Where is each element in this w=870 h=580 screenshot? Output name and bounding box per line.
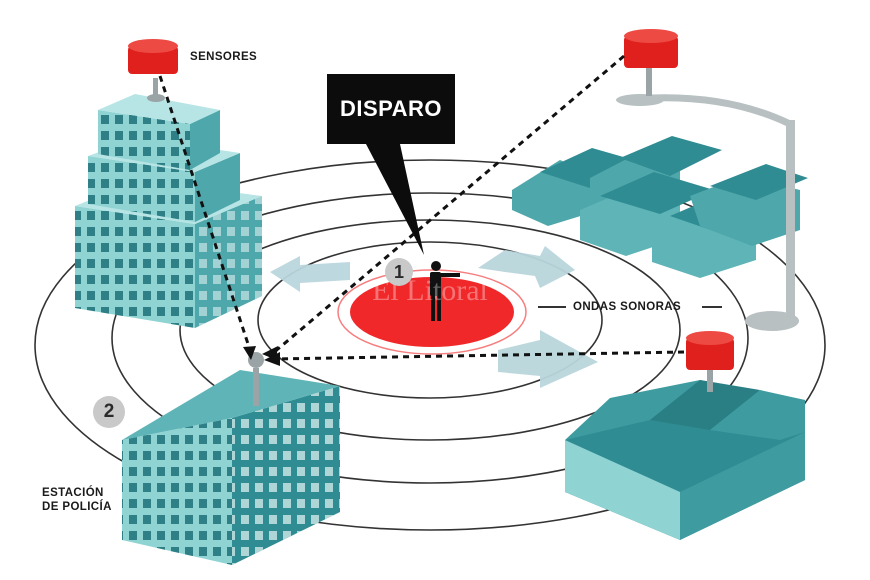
signal-arrowheads (243, 346, 280, 366)
sensor-icon (128, 39, 178, 102)
sound-rings (34, 159, 826, 531)
houses (512, 136, 808, 278)
marker-1: 1 (385, 258, 413, 286)
sound-wave-arrows (270, 246, 598, 388)
sensors-label: SENSORES (190, 51, 258, 63)
gunshot-callout: DISPARO (327, 74, 455, 144)
police-station-label-line2: DE POLICÍA (42, 501, 112, 513)
streetlamp-icon (616, 29, 799, 331)
police-station (122, 352, 340, 565)
office-tower (75, 94, 262, 328)
gunman-icon (430, 261, 460, 321)
marker-2: 2 (93, 396, 125, 428)
sensor-signal-lines (158, 54, 685, 361)
police-station-label-line1: ESTACIÓN (42, 487, 104, 499)
callout-pointer (366, 144, 424, 255)
sound-waves-label: ONDAS SONORAS (573, 301, 682, 313)
factory (565, 331, 805, 540)
